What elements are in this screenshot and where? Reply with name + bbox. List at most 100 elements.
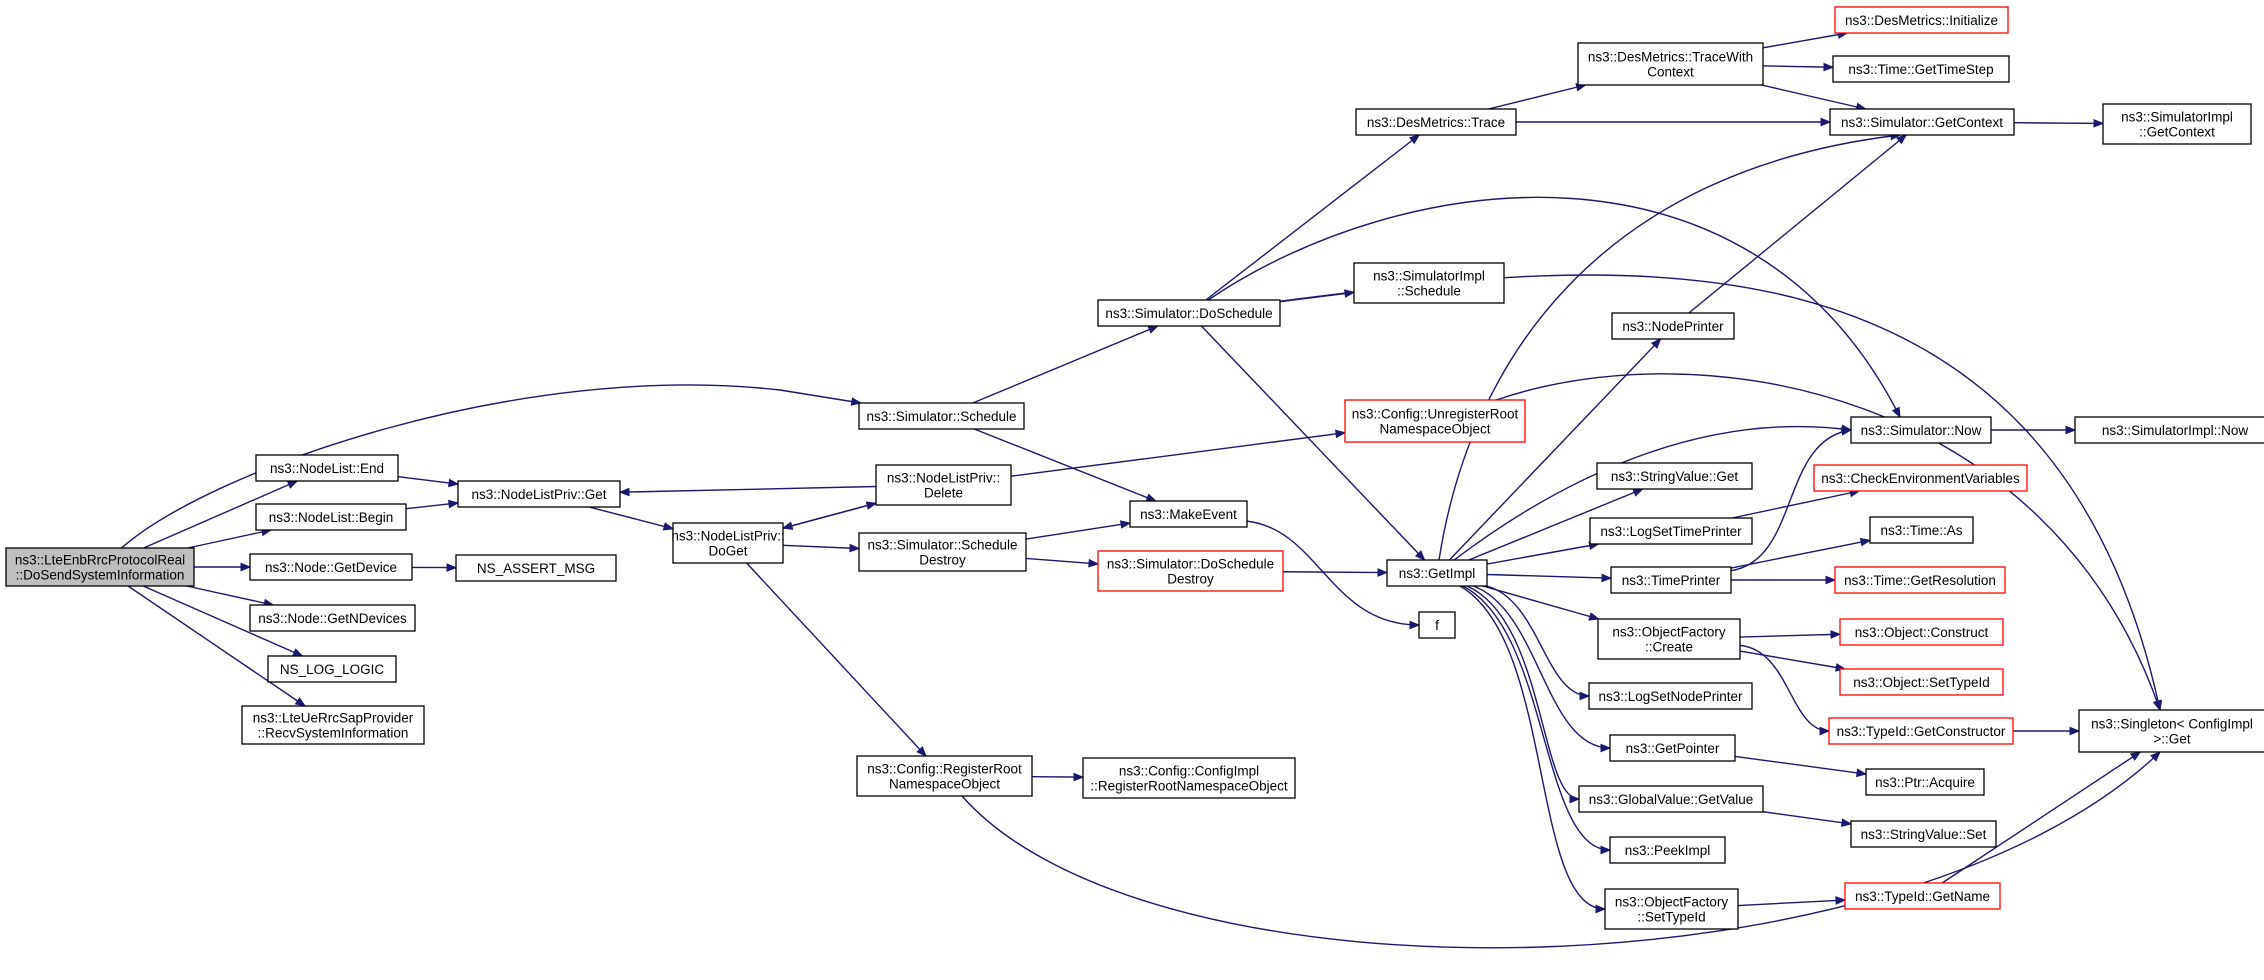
function-node-typeid-getconstructor[interactable]: ns3::TypeId::GetConstructor bbox=[1828, 717, 2014, 745]
call-edge-node_getdevice-to-ns_assert_msg bbox=[411, 563, 458, 572]
function-node-nlp-doget[interactable]: ns3::NodeListPriv::DoGet bbox=[671, 522, 785, 564]
function-node-logsetnodeprinter[interactable]: ns3::LogSetNodePrinter bbox=[1588, 682, 1753, 710]
function-node-time-getresolution[interactable]: ns3::Time::GetResolution bbox=[1834, 566, 2006, 594]
function-node-label: NamespaceObject bbox=[889, 777, 1000, 792]
function-node-label: ns3::MakeEvent bbox=[1140, 507, 1237, 522]
function-node-desm-initialize[interactable]: ns3::DesMetrics::Initialize bbox=[1834, 6, 2009, 34]
call-edge-timeprinter-to-time_as bbox=[1730, 537, 1872, 569]
function-node-label: ::Create bbox=[1645, 640, 1693, 655]
function-node-label: ns3::Node::GetDevice bbox=[265, 560, 397, 575]
function-node-globalvalue-getvalue[interactable]: ns3::GlobalValue::GetValue bbox=[1578, 785, 1764, 813]
function-node-label: ::Schedule bbox=[1397, 284, 1461, 299]
function-node-label: ns3::Time::GetTimeStep bbox=[1848, 62, 1993, 77]
function-node-label: ns3::NodeListPriv:: bbox=[671, 529, 784, 544]
function-node-singleton-get[interactable]: ns3::Singleton< ConfigImpl >::Get bbox=[2078, 709, 2264, 753]
call-edge-getimpl-to-logsetnodeprinter bbox=[1486, 585, 1591, 701]
call-edge-globalvalue_getvalue-to-stringvalue_set bbox=[1762, 811, 1853, 827]
function-node-timeprinter[interactable]: ns3::TimePrinter bbox=[1610, 566, 1732, 594]
function-node-root: ns3::LteEnbRrcProtocolReal::DoSendSystem… bbox=[5, 547, 195, 587]
function-node-desm-trace[interactable]: ns3::DesMetrics::Trace bbox=[1355, 108, 1517, 136]
function-node-nlp-delete[interactable]: ns3::NodeListPriv::Delete bbox=[875, 464, 1012, 506]
function-node-node-getndevices[interactable]: ns3::Node::GetNDevices bbox=[249, 604, 416, 632]
function-node-label: ns3::Simulator::Now bbox=[1861, 423, 1982, 438]
function-node-label: ns3::Simulator::GetContext bbox=[1841, 115, 2003, 130]
function-node-stringvalue-set[interactable]: ns3::StringValue::Set bbox=[1850, 820, 1997, 848]
function-node-label: ns3::ObjectFactory bbox=[1615, 895, 1729, 910]
function-node-ptr-acquire[interactable]: ns3::Ptr::Acquire bbox=[1865, 768, 1985, 796]
function-node-label: DoGet bbox=[708, 544, 747, 559]
function-node-label: ns3::Simulator::Schedule bbox=[866, 409, 1016, 424]
function-node-cfg-impl-register[interactable]: ns3::Config::ConfigImpl::RegisterRootNam… bbox=[1082, 757, 1296, 799]
function-node-time-gettimestep[interactable]: ns3::Time::GetTimeStep bbox=[1832, 55, 2010, 83]
call-edge-cfg_register-to-singleton_get bbox=[961, 751, 2161, 949]
call-edge-desm_tracewith-to-sim_getcontext bbox=[1761, 84, 1867, 112]
call-edge-getimpl-to-nodeprinter bbox=[1448, 338, 1662, 561]
function-node-peekimpl[interactable]: ns3::PeekImpl bbox=[1609, 836, 1726, 864]
function-node-nlp-get[interactable]: ns3::NodeListPriv::Get bbox=[457, 480, 621, 508]
function-node-label: ::GetContext bbox=[2139, 125, 2215, 140]
function-node-label: ns3::SimulatorImpl::Now bbox=[2102, 423, 2249, 438]
function-node-nodeprinter[interactable]: ns3::NodePrinter bbox=[1611, 312, 1735, 340]
function-node-label: ns3::NodeListPriv:: bbox=[887, 471, 1000, 486]
function-node-ns-assert-msg[interactable]: NS_ASSERT_MSG bbox=[455, 554, 617, 582]
function-node-label: ns3::Simulator::Schedule bbox=[867, 538, 1017, 553]
function-node-object-construct[interactable]: ns3::Object::Construct bbox=[1839, 618, 2004, 646]
call-edge-sim_getcontext-to-simimpl_getcontext bbox=[2013, 119, 2105, 128]
call-edge-sim_sched_destroy-to-make_event bbox=[1025, 520, 1132, 540]
function-node-getpointer[interactable]: ns3::GetPointer bbox=[1609, 734, 1736, 762]
function-node-sim-getcontext[interactable]: ns3::Simulator::GetContext bbox=[1829, 108, 2015, 136]
function-node-typeid-getname[interactable]: ns3::TypeId::GetName bbox=[1844, 882, 2001, 910]
call-edge-root-to-node_getdevice bbox=[194, 562, 252, 572]
call-edge-getimpl-to-getpointer bbox=[1472, 585, 1612, 753]
function-node-make-event[interactable]: ns3::MakeEvent bbox=[1129, 500, 1248, 528]
function-node-label: ns3::DesMetrics::TraceWith bbox=[1588, 50, 1753, 65]
function-node-nl-end[interactable]: ns3::NodeList::End bbox=[255, 454, 399, 482]
function-node-label: ns3::TimePrinter bbox=[1622, 573, 1721, 588]
function-node-label: ns3::LogSetTimePrinter bbox=[1600, 524, 1742, 539]
function-node-cfg-unregister[interactable]: ns3::Config::UnregisterRootNamespaceObje… bbox=[1344, 399, 1526, 443]
function-node-logsettimeprinter[interactable]: ns3::LogSetTimePrinter bbox=[1589, 517, 1753, 545]
function-node-object-settypeid[interactable]: ns3::Object::SetTypeId bbox=[1839, 668, 2004, 696]
call-edge-getimpl-to-objfactory_settypeid bbox=[1459, 585, 1607, 914]
function-node-recv-sysinfo[interactable]: ns3::LteUeRrcSapProvider::RecvSystemInfo… bbox=[241, 705, 425, 745]
function-node-simimpl-now[interactable]: ns3::SimulatorImpl::Now bbox=[2074, 416, 2264, 444]
function-node-node-getdevice[interactable]: ns3::Node::GetDevice bbox=[249, 553, 413, 581]
function-node-objfactory-create[interactable]: ns3::ObjectFactory::Create bbox=[1597, 618, 1741, 660]
function-node-nl-begin[interactable]: ns3::NodeList::Begin bbox=[255, 503, 407, 531]
function-node-cfg-register[interactable]: ns3::Config::RegisterRootNamespaceObject bbox=[856, 755, 1033, 797]
call-edge-getimpl-to-timeprinter bbox=[1486, 573, 1613, 583]
call-edge-timeprinter-to-sim_now bbox=[1730, 427, 1853, 572]
call-edge-desm_tracewith-to-time_gettimestep bbox=[1762, 62, 1835, 72]
function-node-label: ns3::ObjectFactory bbox=[1612, 625, 1726, 640]
function-node-check-env[interactable]: ns3::CheckEnvironmentVariables bbox=[1813, 464, 2028, 492]
function-node-label: ns3::NodePrinter bbox=[1622, 319, 1724, 334]
call-edge-nlp_doget-to-sim_sched_destroy bbox=[782, 543, 861, 553]
call-edge-objfactory_create-to-typeid_getconstructor bbox=[1739, 644, 1831, 736]
function-node-label: ns3::LogSetNodePrinter bbox=[1598, 689, 1743, 704]
function-node-stringvalue-get[interactable]: ns3::StringValue::Get bbox=[1596, 462, 1753, 490]
function-node-label: ns3::Config::ConfigImpl bbox=[1119, 764, 1259, 779]
call-edge-nl_begin-to-nlp_get bbox=[405, 499, 460, 510]
call-edge-cfg_unregister-to-singleton_get bbox=[1495, 373, 2162, 712]
function-node-label: ns3::TypeId::GetConstructor bbox=[1837, 724, 2006, 739]
function-node-simimpl-schedule[interactable]: ns3::SimulatorImpl::Schedule bbox=[1353, 262, 1505, 304]
function-node-sim-schedule[interactable]: ns3::Simulator::Schedule bbox=[858, 402, 1025, 430]
function-node-f[interactable]: f bbox=[1418, 611, 1456, 639]
function-node-sim-doschedule[interactable]: ns3::Simulator::DoSchedule bbox=[1097, 299, 1281, 327]
call-edge-sim_dosched_destroy-to-getimpl bbox=[1282, 568, 1389, 577]
function-node-time-as[interactable]: ns3::Time::As bbox=[1869, 516, 1974, 544]
function-node-sim-now[interactable]: ns3::Simulator::Now bbox=[1850, 416, 1992, 444]
function-node-label: ns3::DesMetrics::Initialize bbox=[1845, 13, 1998, 28]
function-node-ns-log-logic[interactable]: NS_LOG_LOGIC bbox=[267, 655, 397, 683]
function-node-getimpl[interactable]: ns3::GetImpl bbox=[1386, 559, 1488, 587]
function-node-label: ns3::Object::SetTypeId bbox=[1853, 675, 1990, 690]
function-node-label: ns3::Config::UnregisterRoot bbox=[1352, 407, 1519, 422]
call-edge-sim_doschedule-to-desm_trace bbox=[1205, 134, 1421, 301]
function-node-objfactory-settypeid[interactable]: ns3::ObjectFactory::SetTypeId bbox=[1604, 888, 1739, 930]
function-node-label: ns3::GetImpl bbox=[1399, 566, 1476, 581]
call-edge-nodeprinter-to-sim_getcontext bbox=[1688, 134, 1908, 314]
function-node-simimpl-getcontext[interactable]: ns3::SimulatorImpl::GetContext bbox=[2102, 103, 2252, 145]
